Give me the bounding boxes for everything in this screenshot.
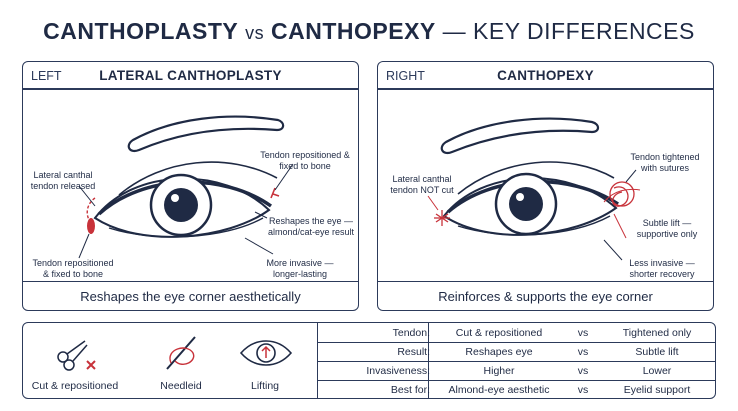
table-row: Result: Reshapes eye vs Subtle lift — [318, 343, 716, 361]
icon-label-cut: Cut & repositioned — [31, 380, 119, 392]
eyebrow — [440, 117, 600, 155]
intact-tendon-mark — [434, 210, 450, 226]
suture-thread — [612, 186, 629, 207]
needle-icon — [166, 336, 196, 370]
divider — [318, 342, 716, 343]
canthoplasty-heading: LATERAL CANTHOPLASTY — [99, 68, 282, 83]
pupil-highlight — [516, 193, 524, 201]
divider — [428, 323, 429, 398]
right-side-label: RIGHT — [386, 69, 425, 83]
canthoplasty-eye-illustration — [78, 115, 294, 259]
lower-lid — [457, 215, 611, 236]
tendon-fixation-mark — [87, 218, 95, 234]
row-key: Result: — [397, 346, 430, 358]
row-canthopexy-value: Eyelid support — [623, 384, 691, 396]
icon-label-lifting: Lifting — [250, 380, 280, 392]
arrow — [613, 213, 627, 239]
canthoplasty-panel: LEFT LATERAL CANTHOPLASTY Lateral cantha… — [22, 61, 359, 311]
divider — [23, 280, 358, 282]
bone-fixation-mark — [270, 187, 280, 199]
divider — [23, 88, 358, 90]
icon-cell-lifting: Lifting — [225, 323, 305, 398]
row-vs: vs — [577, 327, 589, 339]
divider — [378, 280, 713, 282]
comparison-table: Tendon: Cut & repositioned vs Tightened … — [317, 323, 716, 398]
title-canthoplasty: CANTHOPLASTY — [43, 18, 239, 44]
left-side-label: LEFT — [31, 69, 62, 83]
annotation-tendon-not-cut: Lateral canthal tendon NOT cut — [390, 174, 454, 195]
row-canthoplasty-value: Almond-eye aesthetic — [448, 384, 550, 396]
arrow — [603, 239, 623, 261]
arrow — [244, 237, 274, 255]
arrow — [254, 211, 268, 219]
suture-thread — [603, 188, 641, 203]
comparison-strip: Cut & repositioned Needleid Lifting Tend… — [22, 322, 716, 399]
table-row: Tendon: Cut & repositioned vs Tightened … — [318, 324, 716, 342]
row-canthopexy-value: Subtle lift — [635, 346, 679, 358]
annotation-less-invasive: Less invasive — shorter recovery — [629, 258, 695, 279]
annotation-subtle-lift: Subtle lift — supportive only — [636, 218, 698, 239]
pupil-highlight — [171, 194, 179, 202]
row-key: Tendon: — [392, 327, 430, 339]
eye-lift-icon — [239, 340, 293, 366]
canthopexy-footer: Reinforces & supports the eye corner — [438, 289, 653, 304]
row-key: Best for: — [390, 384, 430, 396]
annotation-tendon-tightened: Tendon tightened with sutures — [630, 152, 700, 173]
page-title: CANTHOPLASTY vs CANTHOPEXY — KEY DIFFERE… — [0, 18, 738, 45]
eyelid-crease — [118, 161, 278, 196]
annotation-reshapes: Reshapes the eye — almond/cat-eye result — [267, 216, 355, 237]
arrow — [78, 185, 96, 207]
scissors-icon — [57, 340, 96, 371]
canthoplasty-footer: Reshapes the eye corner aesthetically — [80, 289, 301, 304]
arrow — [625, 169, 637, 183]
row-vs: vs — [577, 346, 589, 358]
row-key: Invasiveness: — [366, 365, 430, 377]
row-vs: vs — [577, 384, 589, 396]
divider — [378, 88, 713, 90]
icon-cell-cut: Cut & repositioned — [27, 323, 123, 398]
annotation-tendon-repositioned-top: Tendon repositioned & fixed to bone — [260, 150, 350, 171]
canthopexy-panel: RIGHT CANTHOPEXY Lateral canthal tendon … — [377, 61, 714, 311]
title-vs: vs — [245, 23, 265, 43]
arrow — [274, 163, 294, 191]
eyelid-crease — [457, 161, 615, 195]
title-key-differences: — KEY DIFFERENCES — [442, 18, 695, 44]
pupil — [509, 187, 543, 221]
annotation-tendon-released: Lateral canthal tendon released — [30, 170, 96, 191]
icon-label-needleid: Needleid — [160, 380, 202, 392]
icon-cell-needle: Needleid — [141, 323, 221, 398]
row-canthoplasty-value: Higher — [483, 365, 515, 377]
table-row: Best for: Almond-eye aesthetic vs Eyelid… — [318, 381, 716, 399]
annotation-tendon-repositioned-bottom: Tendon repositioned & fixed to bone — [32, 258, 114, 279]
row-canthoplasty-value: Cut & repositioned — [455, 327, 543, 339]
table-row: Invasiveness: Higher vs Lower — [318, 362, 716, 380]
canthopexy-eye-illustration — [427, 117, 641, 261]
suture-loop — [609, 181, 635, 207]
row-vs: vs — [577, 365, 589, 377]
lower-lid — [108, 217, 264, 238]
annotation-more-invasive: More invasive — longer-lasting — [266, 258, 334, 279]
row-canthopexy-value: Lower — [642, 365, 672, 377]
row-canthopexy-value: Tightened only — [622, 327, 692, 339]
arrow — [427, 195, 439, 211]
title-canthopexy: CANTHOPEXY — [271, 18, 436, 44]
divider — [318, 380, 716, 381]
released-tendon-mark — [86, 197, 96, 226]
arrow — [78, 233, 90, 259]
eyebrow — [127, 115, 285, 153]
pupil — [164, 188, 198, 222]
divider — [318, 361, 716, 362]
row-canthoplasty-value: Reshapes eye — [465, 346, 533, 358]
canthopexy-heading: CANTHOPEXY — [497, 68, 594, 83]
